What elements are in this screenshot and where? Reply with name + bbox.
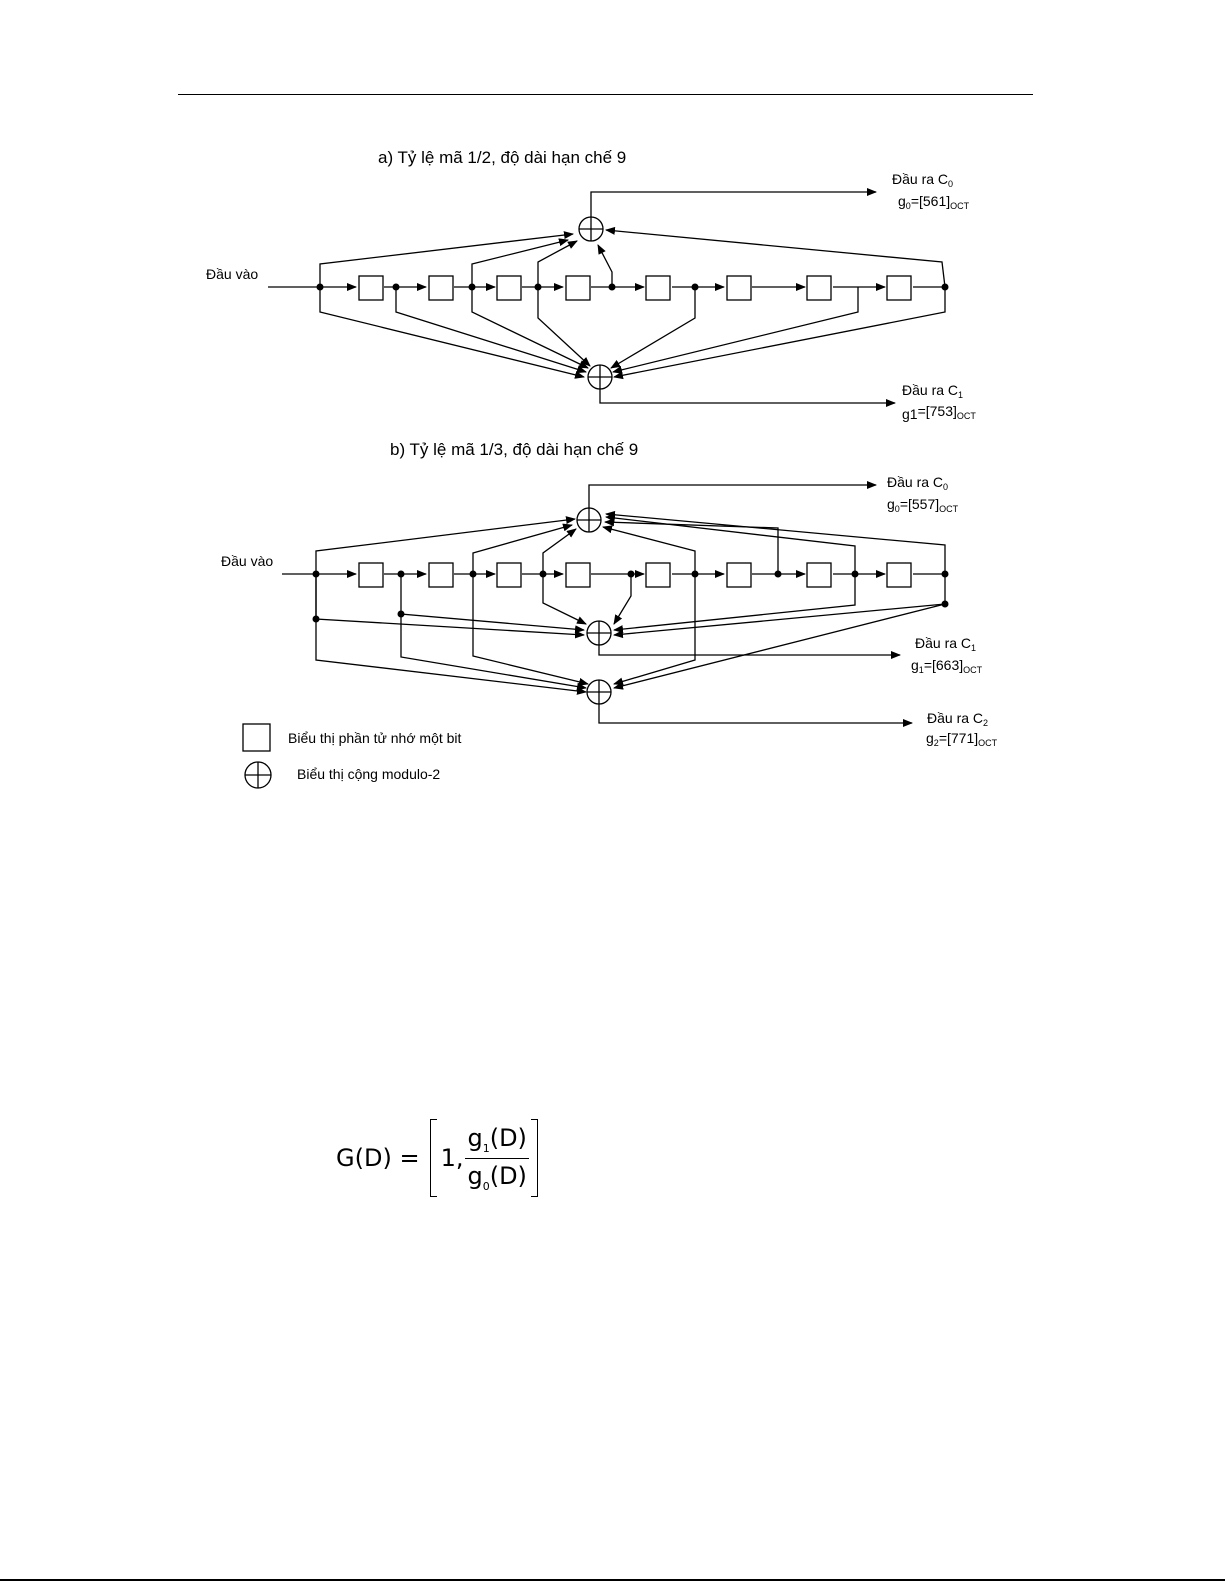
diagram-a-output-c1-label: Đầu ra C1 g1=[753]OCT (902, 382, 976, 422)
svg-text:g1=[753]OCT: g1=[753]OCT (902, 403, 976, 422)
diagram-b-adder-g2 (587, 680, 611, 704)
register-box (359, 276, 383, 300)
diagram-a-input-label: Đầu vào (206, 266, 258, 282)
equation-bracket: 1, g1(D) g0(D) (430, 1119, 538, 1197)
diagram-b-output-c0-label: Đầu ra C0 g0=[557]OCT (887, 474, 959, 514)
diagram-a: a) Tỷ lệ mã 1/2, độ dài hạn chế 9 Đầu và… (206, 148, 976, 422)
legend-register-symbol (243, 724, 270, 751)
register-box (497, 563, 521, 587)
equation-lhs: G(D) = (336, 1144, 420, 1172)
register-box (429, 563, 453, 587)
page-footer-rule (0, 1579, 1225, 1581)
diagram-a-registers (359, 276, 911, 300)
register-box (727, 276, 751, 300)
diagram-b-output-c2-label: Đầu ra C2 g2=[771]OCT (926, 710, 998, 748)
register-box (566, 563, 590, 587)
register-box (646, 563, 670, 587)
register-box (887, 563, 911, 587)
svg-text:g0=[557]OCT: g0=[557]OCT (887, 496, 959, 514)
equation-denominator: g0(D) (465, 1159, 528, 1193)
diagram-a-adder-g0 (579, 217, 603, 241)
register-box (887, 276, 911, 300)
equation-first-entry: 1, (441, 1144, 464, 1172)
transfer-function-equation: G(D) = 1, g1(D) g0(D) (336, 1118, 538, 1198)
equation-numerator: g1(D) (465, 1124, 528, 1159)
svg-text:Đầu ra C1: Đầu ra C1 (915, 635, 976, 653)
svg-text:Đầu ra C1: Đầu ra C1 (902, 382, 963, 400)
diagram-b: b) Tỷ lệ mã 1/3, độ dài hạn chế 9 Đầu và… (221, 440, 998, 748)
legend-register-label: Biểu thị phần tử nhớ một bit (288, 730, 462, 746)
svg-text:Đầu ra C2: Đầu ra C2 (927, 710, 988, 728)
equation-fraction: g1(D) g0(D) (465, 1124, 528, 1193)
register-box (566, 276, 590, 300)
register-box (727, 563, 751, 587)
legend-adder-label: Biểu thị cộng modulo-2 (297, 766, 440, 782)
diagram-b-adder-g0 (577, 508, 601, 532)
register-box (646, 276, 670, 300)
diagram-b-input-label: Đầu vào (221, 553, 273, 569)
diagram-a-title: a) Tỷ lệ mã 1/2, độ dài hạn chế 9 (378, 148, 626, 167)
register-box (807, 276, 831, 300)
diagram-b-adder-g1 (587, 621, 611, 645)
register-box (359, 563, 383, 587)
diagram-b-wiring (282, 485, 945, 723)
diagram-b-title: b) Tỷ lệ mã 1/3, độ dài hạn chế 9 (390, 440, 638, 459)
svg-text:g2=[771]OCT: g2=[771]OCT (926, 730, 998, 748)
diagram-a-adder-g1 (588, 365, 612, 389)
diagram-a-output-c0-label: Đầu ra C0 g0=[561]OCT (892, 171, 970, 211)
svg-text:Đầu ra C0: Đầu ra C0 (887, 474, 948, 492)
register-box (807, 563, 831, 587)
legend-adder-symbol (245, 762, 271, 788)
convolutional-encoder-figure: a) Tỷ lệ mã 1/2, độ dài hạn chế 9 Đầu và… (0, 0, 1225, 900)
svg-text:Đầu ra C0: Đầu ra C0 (892, 171, 953, 189)
register-box (497, 276, 521, 300)
diagram-b-output-c1-label: Đầu ra C1 g1=[663]OCT (911, 635, 983, 675)
register-box (429, 276, 453, 300)
legend: Biểu thị phần tử nhớ một bit Biểu thị cộ… (243, 724, 462, 788)
diagram-b-registers (359, 563, 911, 587)
svg-text:g0=[561]OCT: g0=[561]OCT (898, 193, 970, 211)
svg-text:g1=[663]OCT: g1=[663]OCT (911, 657, 983, 675)
